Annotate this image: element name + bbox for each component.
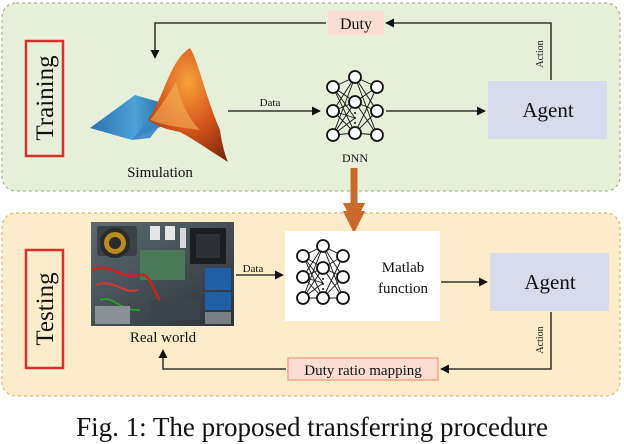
matlab-label-line2: function [378, 281, 428, 297]
training-feedback-line-left [150, 22, 326, 59]
training-section-label: Training [24, 39, 65, 158]
testing-agent-label: Agent [524, 270, 575, 294]
testing-section-label: Testing [24, 248, 65, 370]
dnn-label: DNN [342, 151, 368, 165]
duty-ratio-mapping-box: Duty ratio mapping [287, 357, 439, 381]
real-world-hardware-photo [91, 222, 234, 326]
testing-neural-network-icon [296, 239, 350, 305]
duty-ratio-mapping-label: Duty ratio mapping [304, 363, 422, 379]
testing-feedback-line-right [440, 312, 552, 374]
training-action-label: Action [535, 40, 546, 67]
duty-box: Duty [328, 11, 384, 35]
testing-feedback-line-left [158, 349, 286, 370]
figure-caption: Fig. 1: The proposed transferring proced… [76, 412, 548, 442]
training-agent-label: Agent [522, 98, 573, 122]
simulation-label: Simulation [127, 165, 193, 181]
matlab-label-line1: Matlab [382, 260, 425, 276]
training-label-text: Training [32, 55, 59, 141]
testing-data-label: Data [243, 263, 264, 275]
testing-label-text: Testing [32, 272, 59, 346]
testing-action-label: Action [535, 326, 546, 353]
matlab-membrane-logo [90, 48, 228, 162]
duty-label: Duty [340, 16, 372, 33]
training-feedback-line-right [385, 18, 552, 80]
matlab-function-box: Matlab function [285, 231, 440, 321]
training-agent-box: Agent [488, 81, 607, 139]
testing-agent-box: Agent [490, 253, 609, 311]
neural-network-icon [326, 70, 384, 142]
training-data-label: Data [260, 97, 281, 109]
real-world-label: Real world [130, 330, 197, 346]
